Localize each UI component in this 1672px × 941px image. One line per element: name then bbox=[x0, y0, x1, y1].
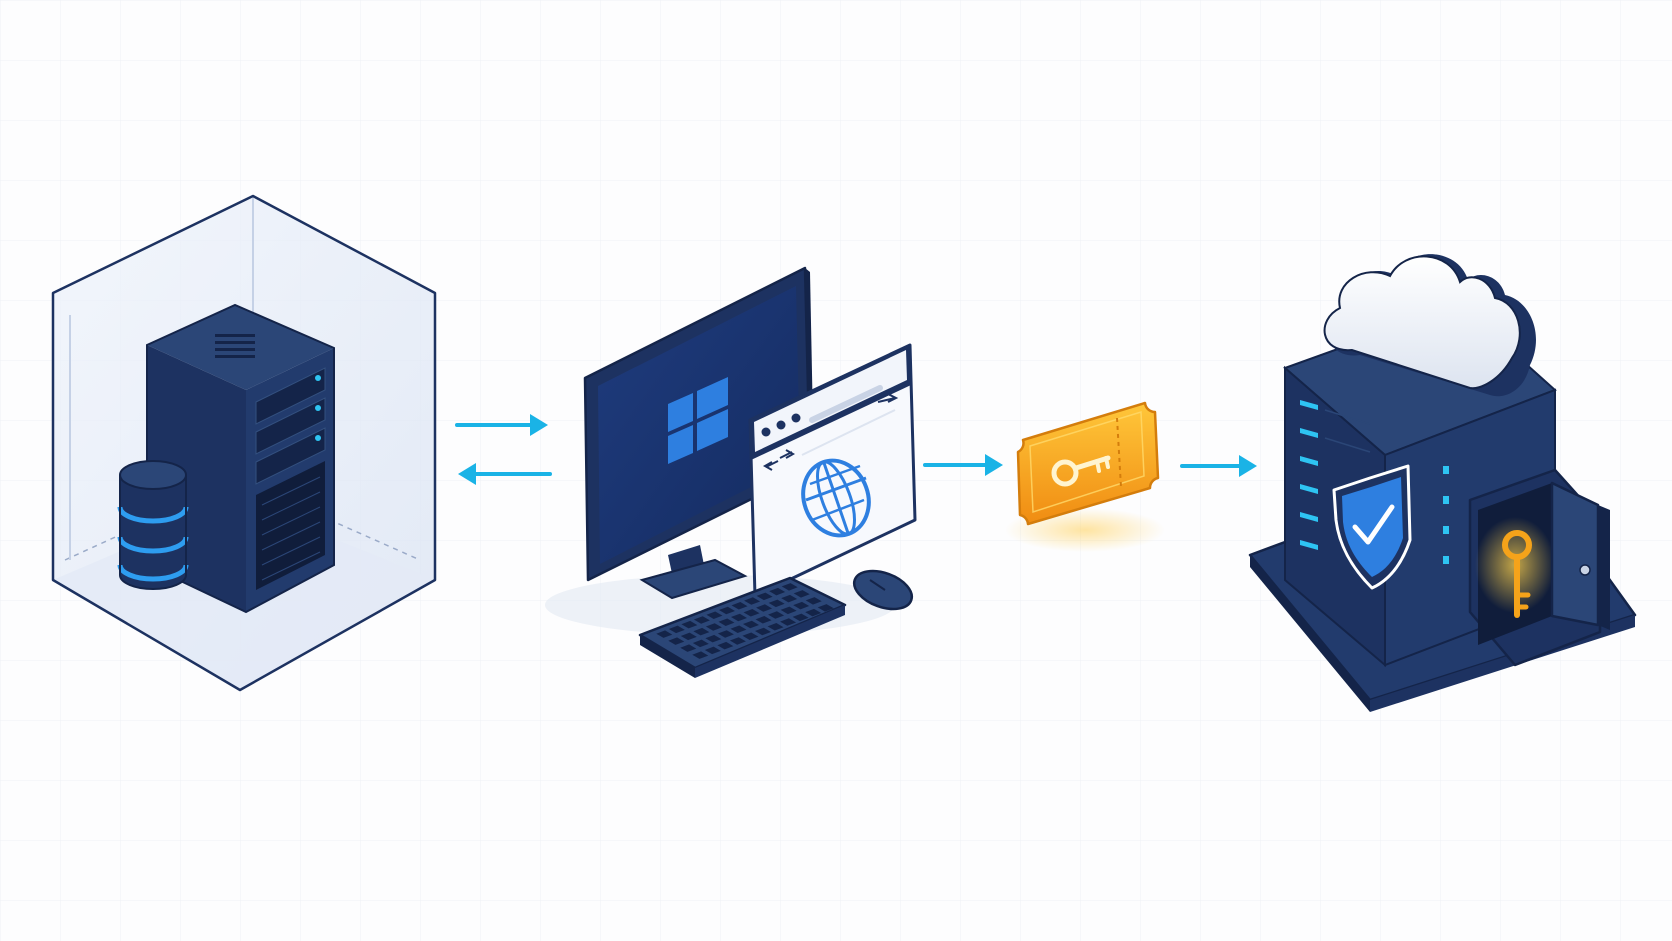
vault-key-icon bbox=[1502, 530, 1532, 618]
windows-logo-icon bbox=[668, 377, 728, 464]
keyboard-key bbox=[743, 609, 760, 617]
keyboard-key bbox=[729, 637, 746, 645]
keyboard-key bbox=[805, 597, 822, 605]
keyboard-key bbox=[717, 641, 734, 650]
rack-status-lights bbox=[1300, 400, 1449, 564]
keyboard-key bbox=[756, 592, 773, 601]
keyboard-key bbox=[692, 651, 709, 659]
keyboard-key bbox=[780, 618, 797, 626]
keyboard-key bbox=[755, 627, 771, 636]
keyboard-key bbox=[731, 613, 747, 622]
keyboard-key bbox=[731, 602, 748, 610]
keyboard-key bbox=[706, 611, 723, 619]
keyboard-key bbox=[755, 616, 772, 624]
keyboard-key bbox=[781, 594, 798, 603]
keyboard-key bbox=[719, 606, 735, 615]
keyboard-key bbox=[692, 639, 709, 648]
keyboard-key bbox=[680, 632, 697, 641]
keyboard-key bbox=[780, 606, 797, 615]
secure-cloud-vault-node bbox=[1248, 254, 1637, 712]
keyboard-key bbox=[668, 625, 685, 634]
access-ticket-node bbox=[1005, 401, 1165, 552]
keyboard-key bbox=[693, 616, 710, 624]
keyboard-key bbox=[756, 604, 773, 612]
keyboard-key bbox=[705, 634, 722, 643]
keyboard-key bbox=[769, 587, 786, 596]
bidirectional-arrow-connector bbox=[455, 414, 552, 485]
keyboard-key bbox=[717, 630, 734, 638]
keyboard-key bbox=[680, 644, 697, 652]
keyboard-key bbox=[656, 630, 673, 638]
keyboard-key bbox=[704, 646, 721, 655]
browser-window-icon bbox=[748, 343, 917, 598]
arrow-right-icon bbox=[455, 414, 548, 436]
keyboard-icon bbox=[638, 576, 847, 678]
keyboard-keys bbox=[656, 583, 834, 659]
keyboard-key bbox=[681, 620, 698, 629]
keyboard-key bbox=[793, 590, 810, 598]
keyboard-key bbox=[744, 597, 761, 605]
keyboard-key bbox=[793, 601, 810, 610]
globe-icon bbox=[801, 458, 871, 538]
keyboard-key bbox=[743, 620, 759, 629]
keyboard-key bbox=[742, 632, 759, 640]
key-icon bbox=[1051, 455, 1111, 487]
on-prem-server-node bbox=[51, 194, 437, 692]
cloud-icon bbox=[1323, 254, 1536, 397]
database-icon bbox=[117, 460, 189, 590]
arrow-connector-to-vault bbox=[1180, 455, 1257, 477]
keyboard-key bbox=[768, 611, 785, 619]
keyboard-key bbox=[730, 625, 747, 633]
shield-check-icon bbox=[1332, 464, 1412, 590]
keyboard-key bbox=[768, 599, 785, 608]
keyboard-key bbox=[718, 618, 735, 626]
keyboard-key bbox=[817, 604, 834, 612]
keyboard-key bbox=[668, 637, 685, 645]
keyboard-key bbox=[693, 627, 710, 636]
arrow-left-icon bbox=[458, 463, 552, 485]
keyboard-key bbox=[767, 623, 784, 631]
mouse-icon bbox=[852, 569, 914, 611]
arrow-connector-to-ticket bbox=[923, 454, 1003, 476]
keyboard-key bbox=[781, 583, 798, 591]
client-workstation-node bbox=[545, 266, 917, 678]
keyboard-key bbox=[792, 613, 809, 622]
keyboard-key bbox=[705, 623, 722, 631]
keyboard-key bbox=[805, 608, 822, 617]
